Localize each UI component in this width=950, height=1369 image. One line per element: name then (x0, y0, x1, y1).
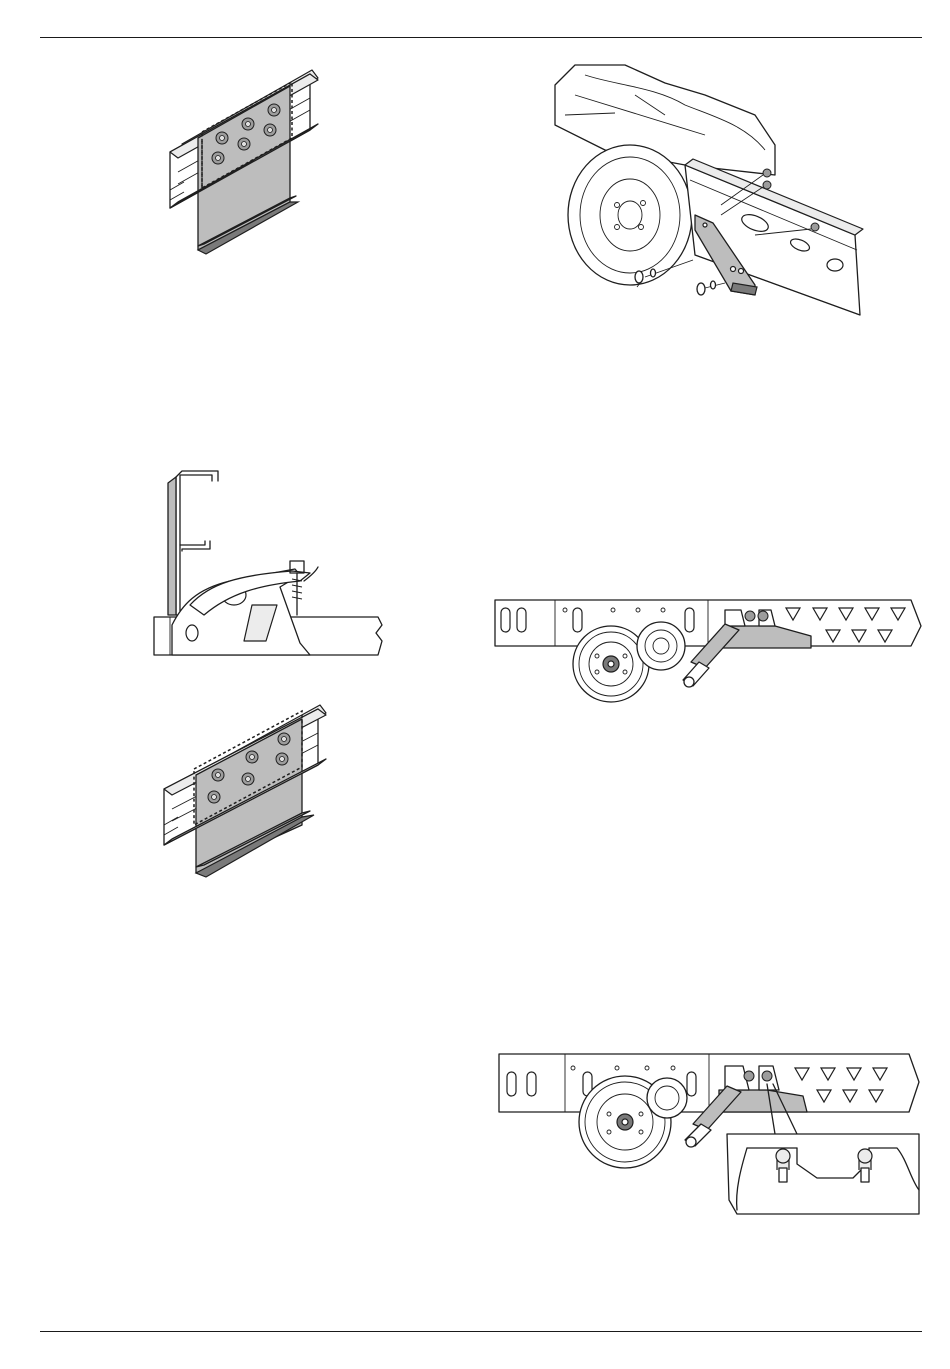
fig-bracket-plate-lower (160, 695, 335, 880)
footer-rule (40, 1331, 922, 1332)
fig-chassis-side-2 (497, 1050, 927, 1215)
axle-bracket-exploded-illustration (545, 55, 880, 320)
bolted-bracket-plate-illustration (160, 695, 335, 880)
bolted-bracket-plate-illustration (160, 60, 330, 260)
fig-chassis-side-1 (493, 596, 923, 706)
fig-bracket-plate-upper (160, 60, 330, 260)
clamp-section-illustration (150, 465, 385, 665)
header-rule (40, 37, 922, 38)
fig-axle-exploded (545, 55, 880, 320)
fig-clamp-section (150, 465, 385, 665)
chassis-side-view-detail-illustration (497, 1050, 927, 1215)
chassis-side-view-illustration (493, 596, 923, 706)
